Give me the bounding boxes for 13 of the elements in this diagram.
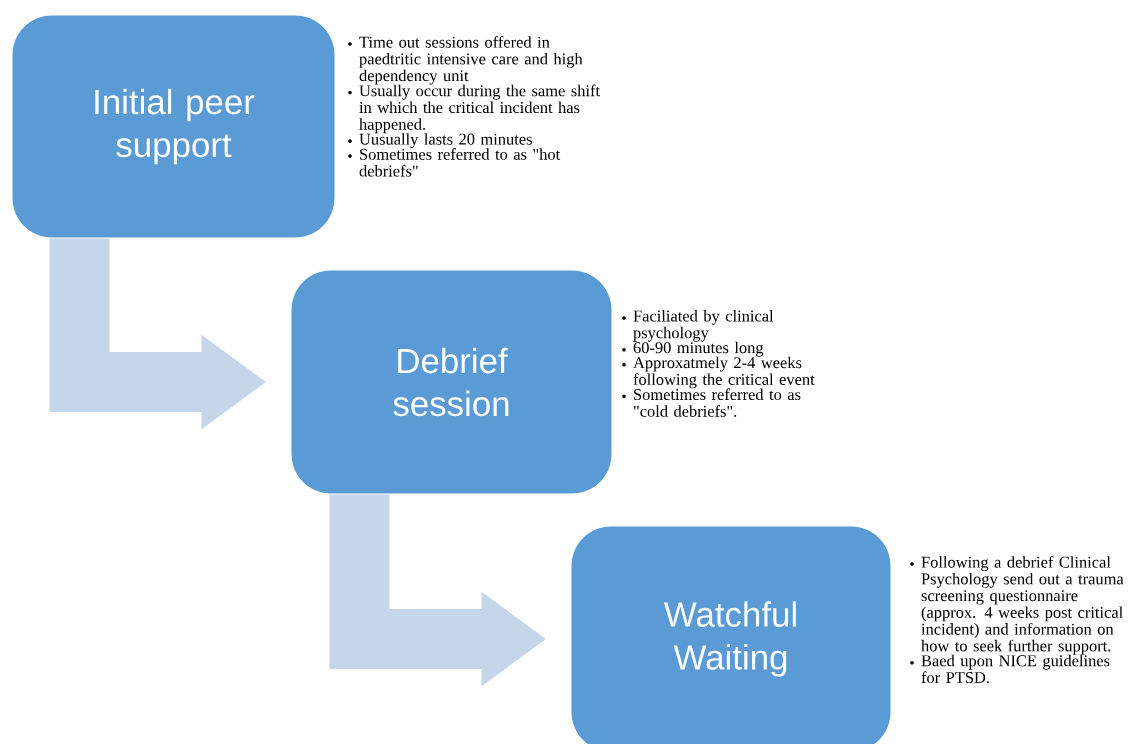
bullet-text: Sometimes referred to as "hot debriefs" — [359, 148, 561, 177]
bullet-text: Faciliated by clinical psychology — [633, 310, 774, 342]
bullet-text: Time out sessions offered in paedtritic intensive care and high dependency unit — [359, 36, 583, 85]
bullet-text: 60-90 minutes long — [633, 341, 764, 357]
bullet-text: Approxatmely 2-4 weeks following the critical event — [633, 356, 815, 389]
bullet-text: Following a debrief Clinical Psychology send out a trauma screening questionnaire (approx. 4 weeks post critical incident) and information on how to seek further support. — [921, 556, 1124, 655]
process-box: Initial peer support — [11, 14, 336, 239]
process-box: Watchful Waiting — [570, 525, 892, 744]
bullet-text: Uusually lasts 20 minutes — [359, 133, 532, 149]
bullet-text: Usually occur during the same shift in which the critical incident has happened. — [359, 84, 600, 134]
process-box: Debrief session — [290, 269, 613, 495]
bullet-text: Baed upon NICE guidelines for PTSD. — [921, 654, 1110, 684]
bullet-text: Sometimes referred to as "cold debriefs". — [634, 388, 801, 417]
